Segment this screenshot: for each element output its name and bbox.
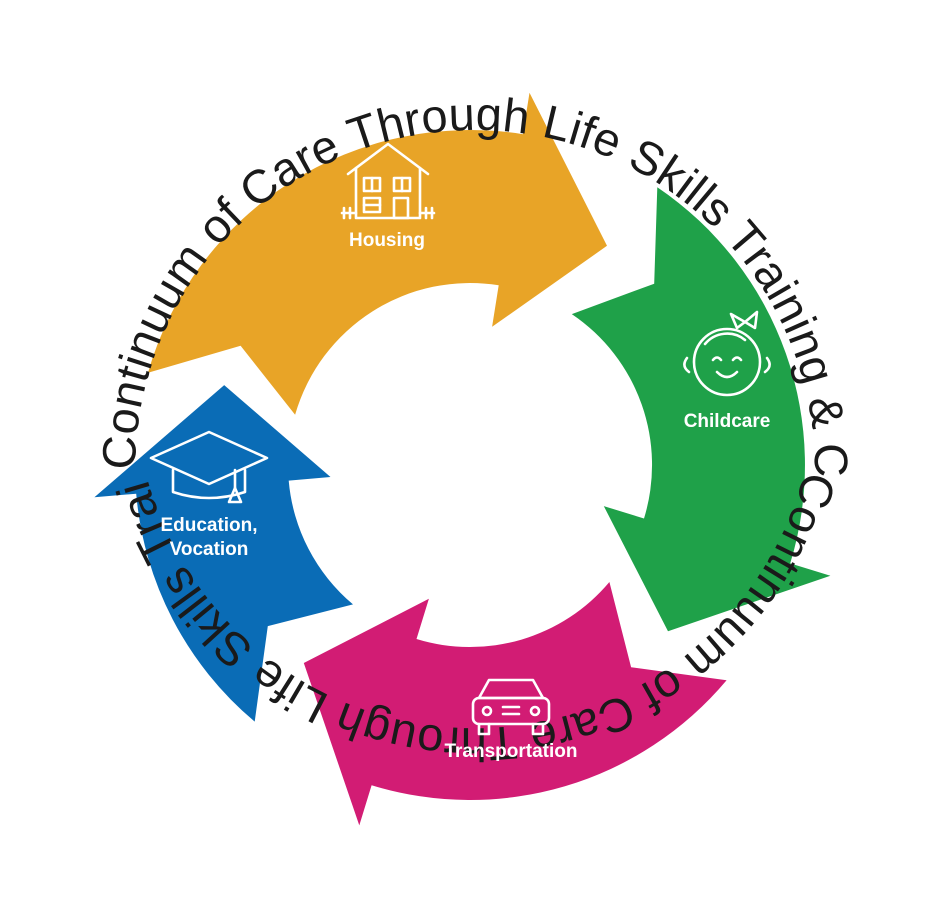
childcare-segment [571, 187, 831, 632]
cycle-segments [94, 92, 831, 826]
education-label-line1: Education, [160, 515, 257, 536]
transportation-label: Transportation [444, 741, 577, 762]
housing-label: Housing [349, 230, 425, 251]
baby-face-icon [683, 310, 771, 397]
education-label-line2: Vocation [170, 539, 249, 560]
transportation-segment [303, 582, 727, 826]
car-icon [471, 678, 551, 736]
housing-segment [148, 92, 607, 415]
graduation-cap-icon [149, 430, 269, 504]
house-icon [340, 142, 436, 220]
education-segment [94, 385, 354, 722]
childcare-label: Childcare [684, 411, 771, 432]
